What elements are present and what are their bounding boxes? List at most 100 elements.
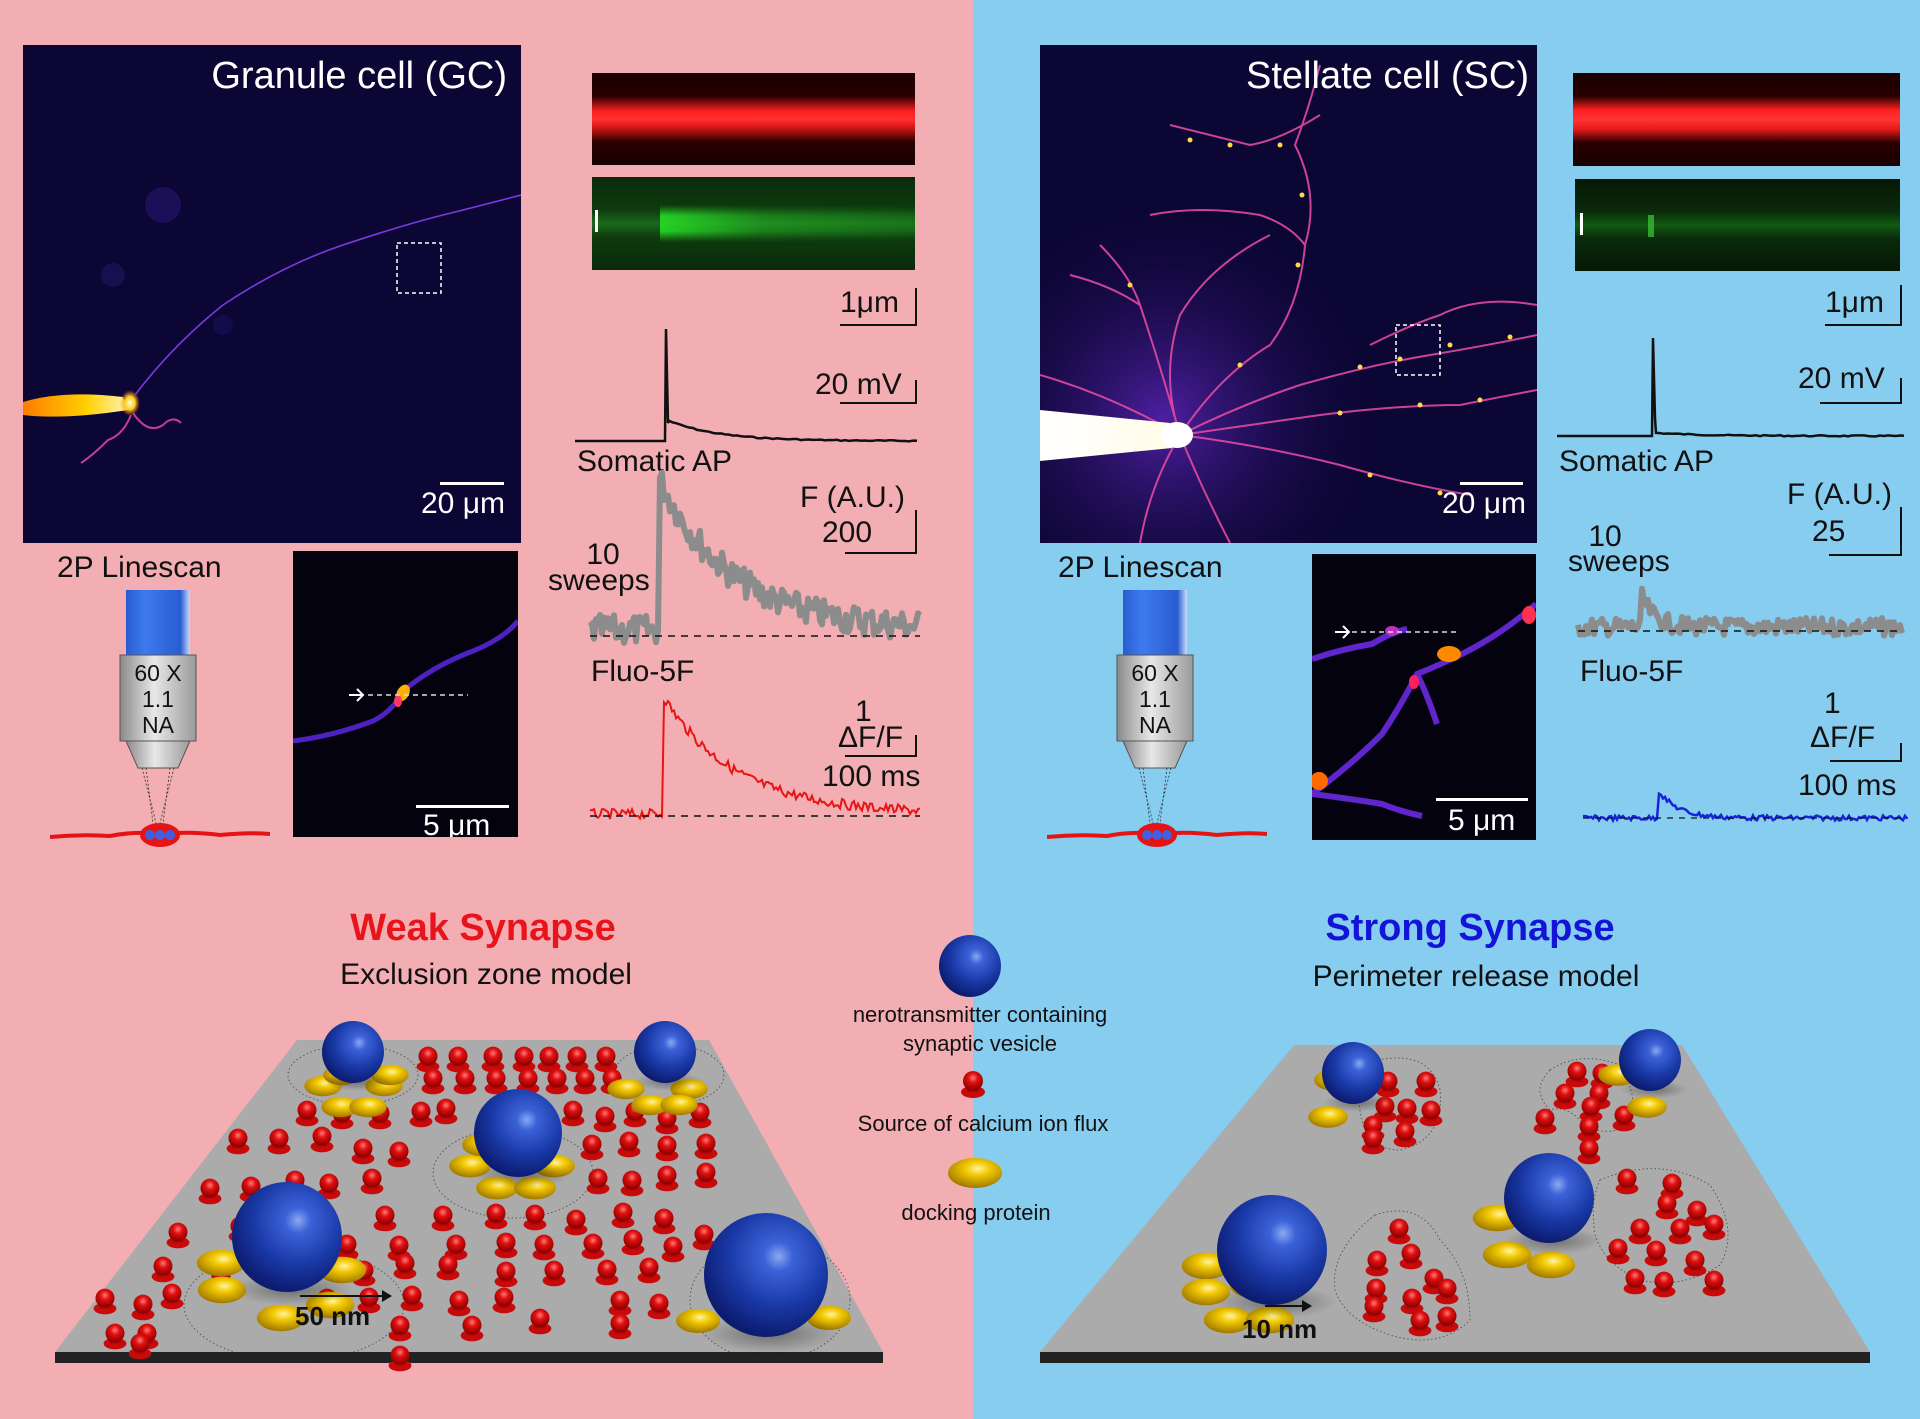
calcium-source-icon: [525, 1204, 545, 1224]
exclusion-zone-outline: [689, 1239, 851, 1361]
calcium-source-icon: [133, 1294, 153, 1314]
gc-sweeps-count: 10: [586, 538, 620, 571]
docking-protein-icon: [349, 1096, 387, 1118]
linescan-arrow-icon: [349, 688, 365, 702]
calcium-source-icon: [544, 1260, 564, 1280]
calcium-source-icon: [228, 1128, 248, 1148]
calcium-source-icon: [1364, 1296, 1384, 1316]
sc-fluo-trace: [1583, 791, 1909, 824]
calcium-source-icon: [588, 1168, 608, 1188]
calcium-source-icon: [1657, 1193, 1677, 1213]
calcium-source-icon: [337, 1234, 357, 1254]
docking-protein-icon: [196, 1249, 246, 1277]
calcium-source-icon: [1579, 1116, 1599, 1136]
sc-sweeps-count: 10: [1588, 520, 1622, 553]
sc-linescan-title: 2P Linescan: [1058, 551, 1223, 584]
gc-fluorescence-image: Granule cell (GC) 20 μm: [23, 45, 521, 543]
calcium-source-icon: [1410, 1310, 1430, 1330]
gc-objective-mag: 60 X: [134, 660, 182, 686]
calcium-source-icon: [395, 1253, 415, 1273]
calcium-source-icon: [200, 1178, 220, 1198]
gc-calcium-signal-band: [660, 177, 915, 270]
calcium-source-icon: [462, 1315, 482, 1335]
sc-f-scale-label: 25: [1812, 515, 1846, 548]
sc-objective: 60 X 1.1 NA: [1046, 588, 1268, 848]
calcium-source-icon: [657, 1135, 677, 1155]
calcium-source-icon: [375, 1205, 395, 1225]
calcium-source-icon: [1579, 1138, 1599, 1158]
calcium-source-icon: [353, 1138, 373, 1158]
sc-roi-box: [1395, 324, 1441, 376]
gc-green-linescan: [592, 177, 915, 270]
strong-synapse-elements: [1181, 1029, 1729, 1341]
gc-red-linescan: [592, 73, 915, 165]
gc-sweeps-label: sweeps: [548, 564, 650, 597]
calcium-source-icon: [583, 1233, 603, 1253]
weak-membrane-edge: [55, 1352, 883, 1363]
calcium-source-icon: [1363, 1115, 1383, 1135]
calcium-source-icon: [449, 1290, 469, 1310]
calcium-source-icon: [446, 1234, 466, 1254]
calcium-source-icon: [455, 1068, 475, 1088]
strong-distance-label: 10 nm: [1242, 1314, 1318, 1344]
gc-dff-scale-bar: [845, 735, 917, 757]
gc-image-scale-bar: [440, 482, 504, 485]
calcium-source-icon: [610, 1313, 630, 1333]
objective-lens-icon: [49, 590, 271, 847]
calcium-source-icon: [418, 1046, 438, 1066]
calcium-source-icon: [567, 1046, 587, 1066]
calcium-source-icon: [694, 1224, 714, 1244]
sc-dendrite-drawing: [1312, 601, 1536, 819]
calcium-source-icon: [390, 1315, 410, 1335]
calcium-source-icon: [1630, 1218, 1650, 1238]
calcium-source-icon: [423, 1068, 443, 1088]
strong-membrane-edge: [1040, 1352, 1870, 1363]
calcium-source-icon: [269, 1128, 289, 1148]
calcium-source-icon: [105, 1323, 125, 1343]
sc-image-title: Stellate cell (SC): [1246, 55, 1529, 97]
weak-model-label: Exclusion zone model: [340, 958, 632, 991]
calcium-source-icon: [362, 1168, 382, 1188]
legend-docking-label: docking protein: [901, 1200, 1051, 1225]
calcium-source-icon: [582, 1134, 602, 1154]
sc-ap-trace: [1557, 337, 1905, 438]
calcium-source-icon: [411, 1101, 431, 1121]
docking-protein-icon: [1308, 1106, 1348, 1128]
sc-zoom-image: 5 μm: [1312, 554, 1536, 840]
docking-protein-icon: [660, 1094, 698, 1116]
calcium-source-icon: [241, 1176, 261, 1196]
sc-ap-label: Somatic AP: [1559, 445, 1715, 478]
calcium-source-icon: [1363, 1128, 1383, 1148]
calcium-source-icon: [596, 1046, 616, 1066]
gc-zoom-image: 5 μm: [293, 551, 518, 837]
strong-arrowhead-icon: [1302, 1300, 1312, 1312]
docking-protein-icon: [607, 1078, 645, 1100]
sc-f-label: F (A.U.): [1787, 478, 1892, 511]
calcium-source-icon: [1424, 1268, 1444, 1288]
calcium-source-icon: [547, 1068, 567, 1088]
gc-ap-scale-bar: [840, 380, 917, 404]
sc-objective-na: NA: [1139, 712, 1171, 738]
calcium-source-icon: [1704, 1270, 1724, 1290]
gc-fluo-trace: [589, 699, 921, 821]
calcium-source-icon: [436, 1098, 456, 1118]
calcium-source-icon: [1608, 1238, 1628, 1258]
calcium-source-icon: [649, 1293, 669, 1313]
sc-zoom-scale-bar: [1436, 798, 1528, 801]
docking-protein-icon: [256, 1304, 306, 1332]
gc-dff-label: ΔF/F: [838, 721, 904, 754]
strong-membrane-slab: [1040, 1045, 1870, 1352]
calcium-source-icon: [1617, 1168, 1637, 1188]
gc-dendrite-drawing: [293, 619, 518, 744]
gc-ap-label: Somatic AP: [577, 445, 733, 478]
gc-zoom-scale-label: 5 μm: [423, 809, 491, 837]
calcium-source-icon: [448, 1046, 468, 1066]
sc-linescan-scale-label: 1μm: [1825, 286, 1884, 319]
gc-roi-box: [396, 242, 442, 294]
gc-objective-na-value: 1.1: [142, 686, 174, 712]
gc-ap-trace: [575, 328, 918, 443]
calcium-source-icon: [1437, 1306, 1457, 1326]
calcium-source-icon: [657, 1165, 677, 1185]
calcium-source-icon: [496, 1261, 516, 1281]
calcium-source-icon: [530, 1308, 550, 1328]
